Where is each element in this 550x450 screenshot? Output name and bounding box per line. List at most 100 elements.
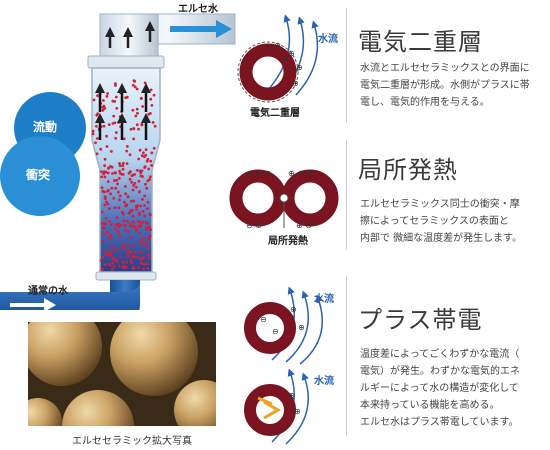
particle [135, 87, 139, 91]
particle [147, 167, 151, 171]
inlet-label: 通常の水 [28, 286, 68, 297]
particle [130, 180, 134, 184]
particle [122, 137, 126, 141]
particle [101, 240, 104, 243]
particle [118, 194, 122, 198]
particle [118, 198, 121, 202]
particle [110, 223, 113, 226]
particle [140, 257, 143, 260]
particle [135, 107, 139, 111]
particle [128, 211, 132, 215]
particle [129, 170, 132, 174]
particle [130, 261, 133, 265]
particle [141, 198, 144, 201]
section1-title: 電気二重層 [358, 28, 483, 56]
particle [144, 221, 148, 225]
plus-charge-figure-a: ⊖ ⊖ ⊕ ⊕ [244, 286, 323, 365]
section1-line-2: 電気二重層が形成。水側がプラスに帯 [360, 80, 530, 91]
particle [149, 88, 153, 92]
particle [112, 248, 116, 252]
ceramic-particles [91, 79, 157, 272]
particle [140, 154, 144, 158]
particle [145, 159, 149, 163]
particle [147, 238, 151, 242]
particle [107, 262, 111, 266]
particle [96, 137, 99, 140]
particle [114, 136, 118, 140]
particle [103, 164, 106, 168]
particle [106, 231, 109, 235]
particle [132, 243, 136, 247]
particle [118, 162, 121, 165]
particle [101, 108, 105, 112]
particle [122, 265, 126, 268]
particle [138, 190, 142, 194]
particle [100, 175, 103, 179]
mechanism-illustrations: ⊕ ⊕ ⊕ ⊕ ⊖ ⊕ ⊖ ⊕ ⊕ ⊖ ⊕ ⊖ ⊕ ⊕ ⊖ ⊖ ⊖ ⊕ ⊕ ⊕ … [229, 14, 339, 445]
particle [113, 227, 117, 231]
particle [131, 209, 134, 212]
particle [124, 204, 128, 208]
particle [125, 149, 129, 153]
particle [105, 95, 109, 98]
particle [139, 250, 143, 254]
particle [128, 153, 132, 157]
particle [122, 219, 126, 223]
particle [136, 266, 140, 269]
particle [132, 224, 136, 228]
particle [143, 166, 147, 169]
particle [129, 127, 133, 131]
particle [134, 250, 137, 254]
particle [91, 132, 95, 136]
particle [141, 236, 145, 240]
particle [143, 155, 146, 159]
particle [114, 131, 118, 134]
particle [124, 96, 128, 99]
particle [137, 157, 141, 161]
particle [150, 104, 154, 107]
section3-divider [346, 276, 347, 436]
section2-divider [346, 140, 347, 250]
particle [100, 186, 104, 190]
particle [108, 207, 111, 211]
particle [118, 264, 121, 268]
svg-text:⊕: ⊕ [294, 407, 301, 416]
particle [150, 164, 154, 167]
section3-line-4: 本来持っている機能を高める。 [360, 400, 500, 411]
particle [136, 219, 140, 223]
particle [148, 256, 151, 260]
particle [143, 204, 146, 207]
particle [116, 190, 120, 194]
particle [132, 254, 136, 258]
particle [119, 171, 122, 175]
svg-text:⊕: ⊕ [298, 323, 305, 332]
section3-flow-label-b: 水流 [314, 376, 334, 387]
particle [106, 202, 110, 206]
particle [115, 216, 119, 220]
section3-title: プラス帯電 [358, 306, 483, 334]
section3-line-2: 電気）が発生。わずかな電気的エネ [360, 366, 520, 377]
particle [118, 115, 122, 119]
particle [118, 164, 122, 168]
particle [117, 121, 121, 124]
particle [129, 251, 133, 254]
particle [108, 220, 111, 223]
particle [92, 98, 96, 102]
particle [103, 175, 107, 179]
particle [135, 123, 139, 127]
particle [103, 203, 107, 207]
particle [148, 234, 152, 238]
section2-line-2: 擦によってセラミックスの表面と [360, 216, 509, 227]
local-heat-figure: ⊕ ⊖ ⊕ ⊕ ⊖ ⊕ ⊖ ⊕ ⊕ ⊖ [229, 169, 339, 230]
particle [132, 137, 136, 141]
particle [117, 231, 120, 235]
particle [118, 255, 122, 258]
particle [126, 219, 129, 223]
svg-text:⊕: ⊕ [292, 79, 299, 88]
section2-caption: 局所発熱 [268, 236, 308, 247]
particle [132, 220, 136, 224]
section3-line-5: エルセ水はプラス帯電しています。 [360, 417, 519, 428]
svg-text:⊕: ⊕ [288, 391, 295, 400]
particle [113, 121, 117, 125]
particle [111, 258, 115, 261]
